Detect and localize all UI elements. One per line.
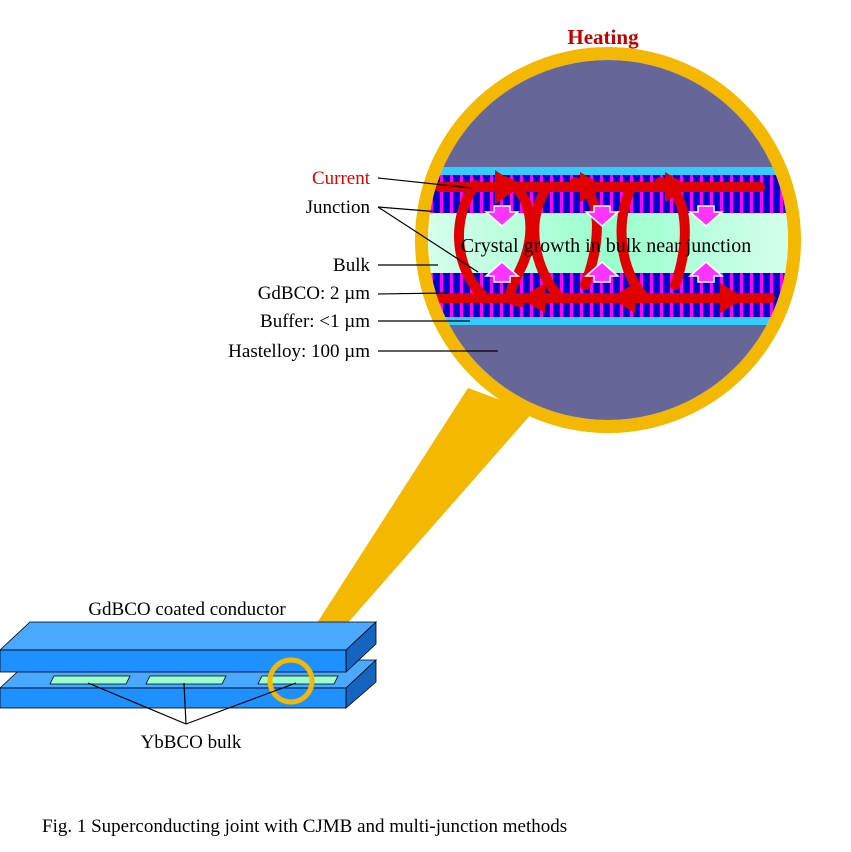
bulk-block-3 [257, 675, 339, 685]
bulk-label-bottom: YbBCO bulk [141, 732, 242, 753]
leader-lines [377, 177, 498, 352]
bulk-layer [428, 213, 788, 273]
top-tape-top-face [0, 621, 378, 651]
buffer-layer-bottom [428, 317, 788, 325]
conductor-label: GdBCO coated conductor [88, 599, 286, 620]
buffer-layer-top [428, 167, 788, 175]
bulk-label: Bulk [333, 255, 370, 276]
growth-arrows-top [484, 205, 724, 227]
bulk-block-1 [49, 675, 131, 685]
bottom-tape-front [0, 687, 347, 709]
coated-conductor-assembly [0, 621, 378, 709]
buffer-label: Buffer: <1 µm [260, 311, 370, 332]
current-label: Current [312, 168, 371, 189]
figure-caption: Fig. 1 Superconducting joint with CJMB a… [42, 816, 567, 837]
current-path [435, 175, 775, 307]
bulk-block-2 [145, 675, 227, 685]
magnifier-cone [290, 388, 533, 675]
top-tape-front [0, 649, 347, 673]
magnified-cross-section: Crystal growth in bulk near junction [415, 47, 801, 433]
hastelloy-label: Hastelloy: 100 µm [228, 341, 370, 362]
junction-label: Junction [306, 197, 371, 218]
crystal-growth-text: Crystal growth in bulk near junction [461, 235, 752, 257]
magnifier-small-ring [267, 657, 315, 705]
bulk-pointer-lines [87, 682, 297, 725]
current-arrowheads [495, 170, 745, 313]
gdbco-label: GdBCO: 2 µm [258, 283, 371, 304]
heating-label: Heating [567, 25, 639, 49]
growth-arrows-bottom [484, 261, 724, 283]
